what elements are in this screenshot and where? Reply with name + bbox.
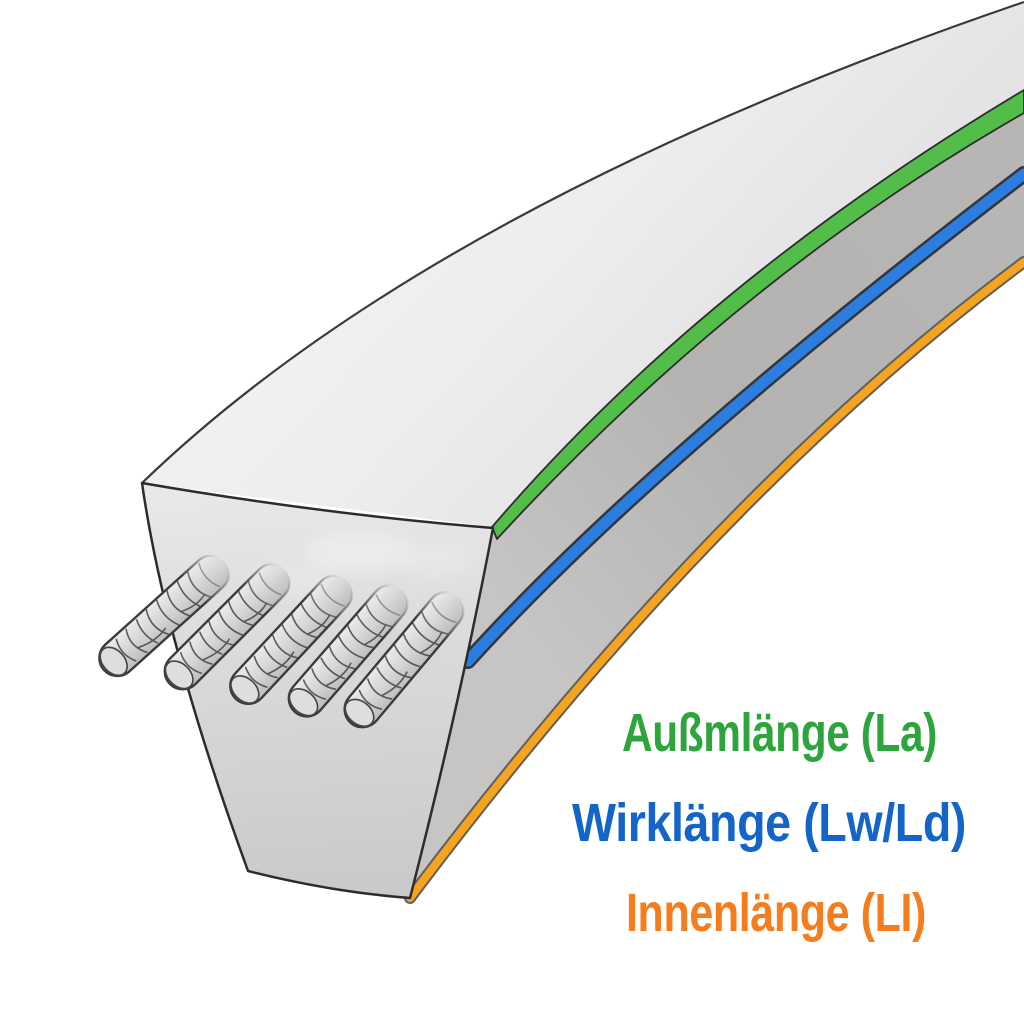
belt-top-surface (142, 2, 1024, 527)
inner-length-line (406, 258, 1024, 902)
effective-length-line (462, 168, 1024, 667)
inner-length-label: Innenlänge (LI) (626, 883, 926, 943)
effective-length-label: Wirklänge (Lw/Ld) (572, 793, 966, 853)
outer-length-label: Außmlänge (La) (622, 703, 937, 763)
outer-length-line (491, 89, 1024, 540)
belt-outer-edge-outline (141, 0, 1024, 484)
